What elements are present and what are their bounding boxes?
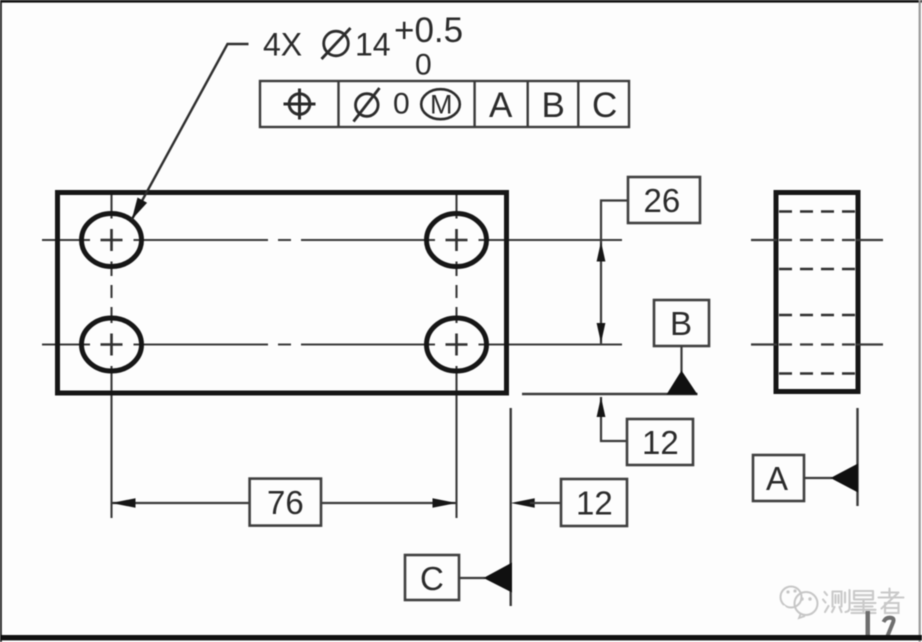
svg-text:26: 26 <box>644 182 681 219</box>
svg-text:A: A <box>489 86 513 125</box>
svg-text:12: 12 <box>576 485 613 522</box>
svg-text:C: C <box>420 560 444 597</box>
svg-text:M: M <box>430 90 453 120</box>
svg-text:76: 76 <box>267 484 304 521</box>
svg-text:4X: 4X <box>263 27 302 63</box>
svg-text:0: 0 <box>415 49 432 82</box>
svg-text:B: B <box>542 86 565 125</box>
svg-text:0: 0 <box>393 88 410 121</box>
svg-text:14: 14 <box>355 27 391 63</box>
svg-text:B: B <box>670 305 692 342</box>
svg-text:+0.5: +0.5 <box>394 11 463 50</box>
svg-text:A: A <box>766 460 788 497</box>
svg-text:12: 12 <box>642 424 679 461</box>
svg-text:C: C <box>592 86 617 125</box>
